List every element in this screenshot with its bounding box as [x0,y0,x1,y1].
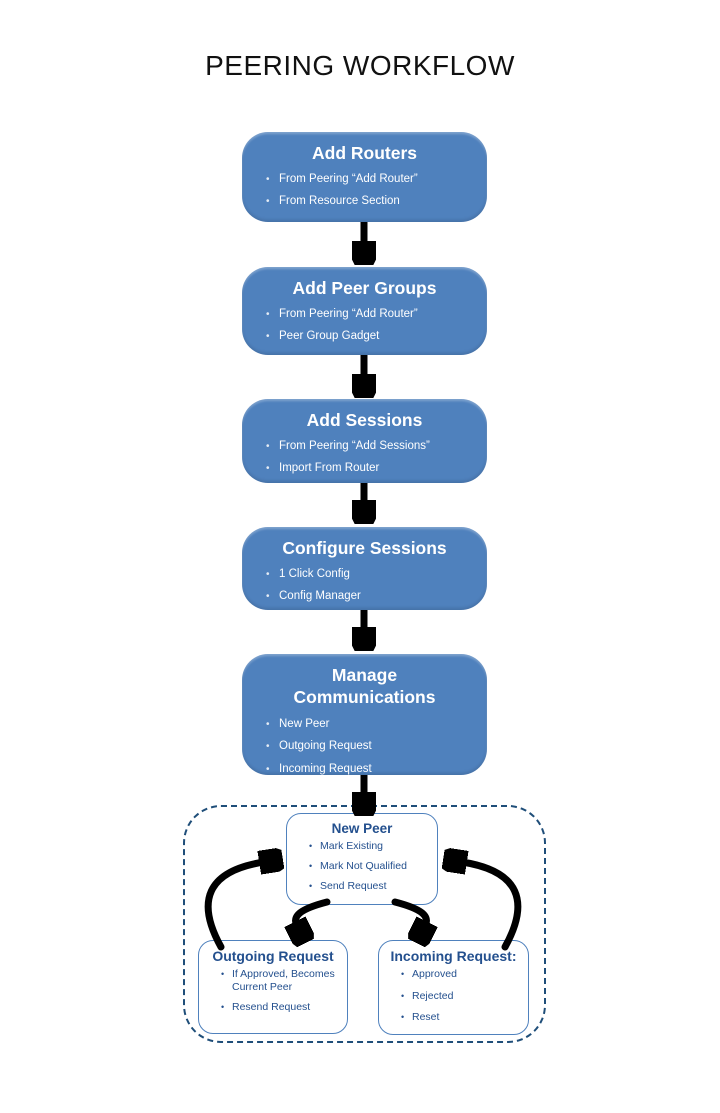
bullet-item: Rejected [401,990,522,1003]
bullet-item: If Approved, Becomes Current Peer [221,968,341,994]
cycle-box-title: Incoming Request: [390,948,517,964]
bullet-item: From Peering “Add Sessions” [266,439,475,454]
bullet-item: Outgoing Request [266,739,475,754]
bullet-item: From Peering “Add Router” [266,172,475,187]
bullet-item: Mark Existing [309,840,431,853]
flow-step-add-sessions: Add Sessions From Peering “Add Sessions”… [242,399,487,483]
flow-step-manage-communications: Manage Communications New Peer Outgoing … [242,654,487,777]
bullet-item: Peer Group Gadget [266,329,475,344]
cycle-box-incoming-request: Incoming Request: Approved Rejected Rese… [378,940,529,1035]
bullet-item: New Peer [266,717,475,732]
flow-step-configure-sessions: Configure Sessions 1 Click Config Config… [242,527,487,610]
flow-step-bullets: From Peering “Add Sessions” Import From … [242,439,487,476]
bullet-item: 1 Click Config [266,567,475,582]
cycle-box-title: Outgoing Request [212,948,334,964]
flow-step-add-routers: Add Routers From Peering “Add Router” Fr… [242,132,487,222]
bullet-item: Approved [401,968,522,981]
cycle-box-bullets: Approved Rejected Reset [379,968,528,1024]
flow-step-title: Manage Communications [293,665,436,707]
cycle-box-new-peer: New Peer Mark Existing Mark Not Qualifie… [286,813,438,905]
flow-step-title: Add Routers [312,143,417,163]
bullet-item: From Peering “Add Router” [266,307,475,322]
flow-step-bullets: New Peer Outgoing Request Incoming Reque… [242,717,487,777]
cycle-box-bullets: If Approved, Becomes Current Peer Resend… [199,968,347,1014]
bullet-item: Resend Request [221,1001,341,1014]
cycle-box-bullets: Mark Existing Mark Not Qualified Send Re… [287,840,437,893]
flow-step-title: Add Peer Groups [292,278,437,298]
bullet-item: Config Manager [266,589,475,604]
flow-step-title: Add Sessions [306,410,423,430]
bullet-item: Incoming Request [266,762,475,777]
bullet-item: Import From Router [266,461,475,476]
flow-step-bullets: From Peering “Add Router” Peer Group Gad… [242,307,487,344]
cycle-box-title: New Peer [331,821,393,836]
bullet-item: Reset [401,1011,522,1024]
flow-step-bullets: From Peering “Add Router” From Resource … [242,172,487,209]
page-title: PEERING WORKFLOW [205,50,515,81]
flow-step-add-peer-groups: Add Peer Groups From Peering “Add Router… [242,267,487,355]
bullet-item: Mark Not Qualified [309,860,431,873]
flow-step-title: Configure Sessions [282,538,447,558]
cycle-box-outgoing-request: Outgoing Request If Approved, Becomes Cu… [198,940,348,1034]
bullet-item: From Resource Section [266,194,475,209]
flow-step-bullets: 1 Click Config Config Manager [242,567,487,604]
bullet-item: Send Request [309,880,431,893]
